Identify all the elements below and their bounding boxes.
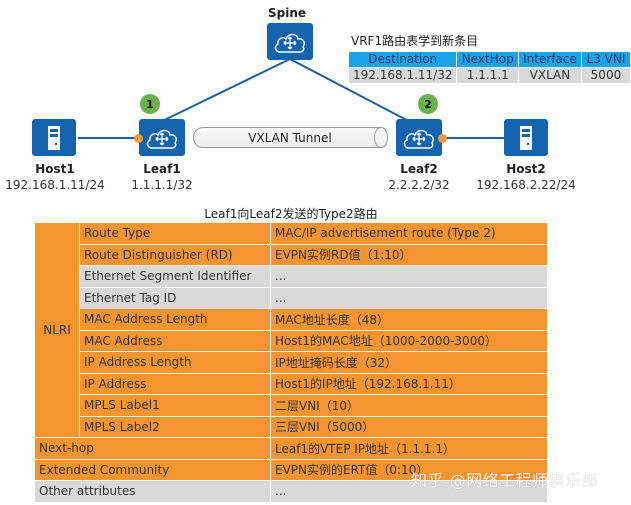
value-other-attributes: ... (270, 480, 548, 503)
vrf-table-header-row: Destination NextHop Interface L3 VNI (347, 51, 631, 68)
value-rd: EVPN实例RD值（1:10） (270, 243, 548, 266)
spine-label: Spine (267, 6, 307, 20)
table-row: IP Address Host1的IP地址（192.168.1.11） (35, 372, 548, 395)
value-esi: ... (270, 265, 548, 288)
value-ip-address: Host1的IP地址（192.168.1.11） (270, 372, 548, 395)
vrf-table-title: VRF1路由表学到新条目 (351, 34, 479, 48)
vxlan-tunnel: VXLAN Tunnel (193, 127, 387, 148)
leaf1-router[interactable] (139, 119, 185, 156)
field-mac-address: MAC Address (79, 329, 271, 352)
host1-address: 192.168.1.11/24 (5, 178, 105, 192)
value-next-hop: Leaf1的VTEP IP地址（1.1.1.1） (270, 437, 548, 460)
leaf2-router[interactable] (396, 119, 442, 156)
host1-server[interactable] (32, 119, 76, 156)
table-row: MPLS Label1 二层VNI（10） (35, 394, 548, 417)
value-mac-length: MAC地址长度（48） (270, 308, 548, 331)
field-ethernet-tag: Ethernet Tag ID (79, 286, 271, 309)
header-nexthop: NextHop (456, 51, 520, 68)
route-table-title: Leaf1向Leaf2发送的Type2路由 (204, 207, 378, 221)
field-other-attributes: Other attributes (34, 480, 271, 503)
field-mpls-label2: MPLS Label2 (79, 415, 271, 438)
server-icon (48, 125, 60, 150)
nlri-group-label: NLRI (34, 222, 80, 438)
table-row: MAC Address Length MAC地址长度（48） (35, 308, 548, 331)
header-l3-vni: L3 VNI (580, 51, 631, 68)
table-row: Extended Community EVPN实例的ERT值（0:10） (34, 458, 548, 481)
field-mpls-label1: MPLS Label1 (79, 394, 271, 417)
host2-server[interactable] (504, 119, 548, 156)
watermark: 知乎 @网络工程师俱乐部 (411, 471, 599, 490)
router-cloud-icon (403, 129, 434, 149)
cell-nexthop: 1.1.1.1 (456, 67, 520, 84)
value-route-type: MAC/IP advertisement route (Type 2) (270, 222, 548, 245)
host1-label: Host1 (35, 162, 75, 176)
field-ip-length: IP Address Length (79, 351, 271, 374)
cell-destination: 192.168.1.11/32 (347, 67, 458, 84)
field-rd: Route Distinguisher (RD) (79, 243, 271, 266)
type2-route-table: NLRI Route Type MAC/IP advertisement rou… (34, 222, 548, 503)
leaf1-label: Leaf1 (143, 162, 181, 176)
field-mac-length: MAC Address Length (79, 308, 271, 331)
leaf1-address: 1.1.1.1/32 (131, 178, 193, 192)
step-badge-1: 1 (140, 94, 160, 114)
link-spine-leaf1 (149, 58, 291, 128)
host2-label: Host2 (506, 162, 546, 176)
table-row: Next-hop Leaf1的VTEP IP地址（1.1.1.1） (34, 437, 548, 460)
value-extended-community: EVPN实例的ERT值（0:10） (270, 458, 548, 481)
table-row: 192.168.1.11/32 1.1.1.1 VXLAN 5000 (347, 67, 631, 84)
vxlan-tunnel-label: VXLAN Tunnel (248, 130, 332, 145)
header-interface: Interface (518, 51, 582, 68)
spine-router[interactable] (267, 23, 313, 60)
tunnel-end-cap (374, 127, 388, 148)
table-row: MAC Address Host1的MAC地址（1000-2000-3000） (35, 329, 548, 352)
value-ip-length: IP地址掩码长度（32） (270, 351, 548, 374)
leaf2-address: 2.2.2.2/32 (388, 178, 450, 192)
table-row: Ethernet Tag ID ... (35, 286, 548, 309)
leaf2-port-dot (438, 134, 447, 143)
table-row: Route Distinguisher (RD) EVPN实例RD值（1:10） (35, 243, 548, 266)
router-cloud-icon (146, 129, 177, 149)
cell-l3-vni: 5000 (580, 67, 631, 84)
field-next-hop: Next-hop (34, 437, 271, 460)
step-badge-2: 2 (418, 94, 438, 114)
field-extended-community: Extended Community (34, 458, 271, 481)
link-spine-leaf2 (289, 58, 421, 128)
table-row: Ethernet Segment Identifier ... (35, 265, 548, 288)
table-row: MPLS Label2 三层VNI（5000） (35, 415, 548, 438)
server-icon (520, 125, 532, 150)
host2-address: 192.168.2.22/24 (476, 178, 576, 192)
field-esi: Ethernet Segment Identifier (79, 265, 271, 288)
router-cloud-icon (274, 33, 305, 53)
leaf1-port-dot (134, 134, 143, 143)
field-ip-address: IP Address (79, 372, 271, 395)
table-row: IP Address Length IP地址掩码长度（32） (35, 351, 548, 374)
value-ethernet-tag: ... (270, 286, 548, 309)
value-mpls-label2: 三层VNI（5000） (270, 415, 548, 438)
field-route-type: Route Type (79, 222, 271, 245)
table-row: Other attributes ... (34, 480, 548, 503)
header-destination: Destination (347, 51, 458, 68)
value-mac-address: Host1的MAC地址（1000-2000-3000） (270, 329, 548, 352)
leaf2-label: Leaf2 (400, 162, 438, 176)
value-mpls-label1: 二层VNI（10） (270, 394, 548, 417)
table-row: NLRI Route Type MAC/IP advertisement rou… (34, 222, 548, 438)
vrf-route-table: Destination NextHop Interface L3 VNI 192… (347, 51, 631, 84)
cell-interface: VXLAN (518, 67, 582, 84)
